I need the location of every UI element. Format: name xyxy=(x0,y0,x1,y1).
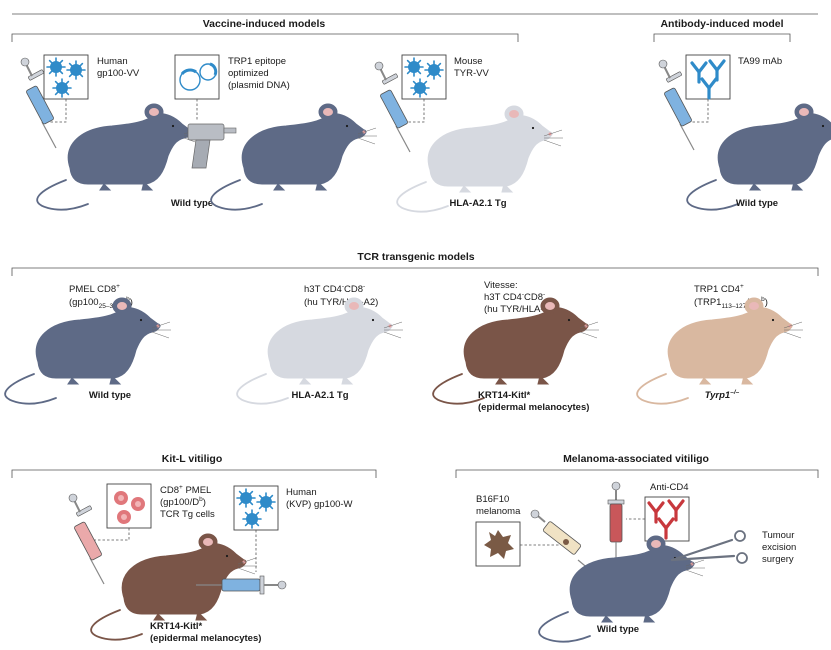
b16-label-2: melanoma xyxy=(476,506,521,517)
leader-line xyxy=(45,99,67,123)
trp1cd4-label-1: TRP1 CD4+ xyxy=(694,283,744,295)
vaccine-bracket xyxy=(11,33,519,42)
trp1-label-3: (plasmid DNA) xyxy=(228,80,290,91)
tcr-header: TCR transgenic models xyxy=(357,251,474,263)
mouse-hla-a2-tcr xyxy=(236,297,404,405)
strain-hla-tcr: HLA-A2.1 Tg xyxy=(292,390,349,401)
melanoma-syringe-icon xyxy=(530,509,591,571)
kvp-label-2: (KVP) gp100-W xyxy=(286,499,353,510)
h3t-label-2: (hu TYR/HLA-A2) xyxy=(304,297,378,308)
mouse-hla-a2-1 xyxy=(396,105,564,213)
tumour-label-2: excision xyxy=(762,542,796,553)
t-cell-icon xyxy=(114,491,145,524)
anti-cd4-label: Anti-CD4 xyxy=(650,482,689,493)
virus-box-human-gp100 xyxy=(43,54,89,100)
mouse-wild-type-1 xyxy=(36,103,204,211)
mouse-tyr-label-1: Mouse xyxy=(454,56,483,67)
antibody-bracket xyxy=(653,33,791,42)
syringe-horizontal-icon xyxy=(196,575,287,595)
strain-hla-vaccine: HLA-A2.1 Tg xyxy=(450,198,507,209)
strain-krt14-tcr-1: KRT14-Kitl* xyxy=(478,390,531,401)
tumour-label-3: surgery xyxy=(762,554,794,565)
leader-line xyxy=(400,99,425,123)
mouse-tyrp1-knockout xyxy=(636,297,804,405)
melanoma-bracket xyxy=(455,469,819,478)
melanoma-header: Melanoma-associated vitiligo xyxy=(563,453,709,465)
tumour-label-1: Tumour xyxy=(762,530,794,541)
strain-wild-type-antibody: Wild type xyxy=(736,198,778,209)
strain-wild-type-tcr: Wild type xyxy=(89,390,131,401)
plasmid-box xyxy=(174,54,220,100)
h3t-label-1: h3T CD4-CD8- xyxy=(304,283,365,295)
strain-tyrp1: Tyrp1–/– xyxy=(705,389,740,401)
human-gp100-label-2: gp100-VV xyxy=(97,68,140,79)
mouse-tyr-label-2: TYR-VV xyxy=(454,68,490,79)
strain-wild-type-melanoma: Wild type xyxy=(597,624,639,635)
kitl-bracket xyxy=(11,469,377,478)
gene-gun-icon xyxy=(187,123,237,169)
leader-line xyxy=(688,99,709,123)
ta99-label: TA99 mAb xyxy=(738,56,782,67)
antibody-box-ta99 xyxy=(685,54,731,100)
strain-wild-type-vaccine: Wild type xyxy=(171,198,213,209)
antibody-box-anti-cd4 xyxy=(644,496,690,542)
trp1-label-2: optimized xyxy=(228,68,269,79)
plasmid-icon xyxy=(179,62,218,91)
mouse-wild-type-tcr xyxy=(4,297,172,405)
scissors-icon xyxy=(670,530,748,564)
strain-krt14-kitl-1: KRT14-Kitl* xyxy=(150,621,203,632)
virus-box-kvp xyxy=(233,485,279,531)
melanoma-box xyxy=(475,521,521,567)
syringe-vertical-icon xyxy=(607,481,625,562)
trp1-label-1: TRP1 epitope xyxy=(228,56,286,67)
cd8-label-1: CD8+ PMEL xyxy=(160,484,211,496)
kitl-header: Kit-L vitiligo xyxy=(162,453,222,465)
mouse-wild-type-2 xyxy=(210,103,378,211)
virus-box-mouse-tyr xyxy=(401,54,447,100)
vaccine-header: Vaccine-induced models xyxy=(203,18,326,30)
vitesse-label-0: Vitesse: xyxy=(484,280,518,291)
human-gp100-label-1: Human xyxy=(97,56,128,67)
cd8-label-2: (gp100/Db) xyxy=(160,496,206,508)
vitesse-label-2: (hu TYR/HLA-A2) xyxy=(484,304,558,315)
vitesse-label-1: h3T CD4-CD8- xyxy=(484,291,545,303)
strain-krt14-kitl-2: (epidermal melanocytes) xyxy=(150,633,261,644)
tcr-bracket xyxy=(11,267,819,276)
tcell-box xyxy=(106,483,152,529)
mouse-wild-type-antibody xyxy=(686,103,831,211)
kvp-label-1: Human xyxy=(286,487,317,498)
tumour-icon xyxy=(484,530,514,559)
strain-krt14-tcr-2: (epidermal melanocytes) xyxy=(478,402,589,413)
antibody-header: Antibody-induced model xyxy=(660,18,783,30)
cd8-label-3: TCR Tg cells xyxy=(160,509,215,520)
b16-label-1: B16F10 xyxy=(476,494,509,505)
pmel-label-1: PMEL CD8+ xyxy=(69,283,120,295)
syringe-icon xyxy=(68,493,105,585)
